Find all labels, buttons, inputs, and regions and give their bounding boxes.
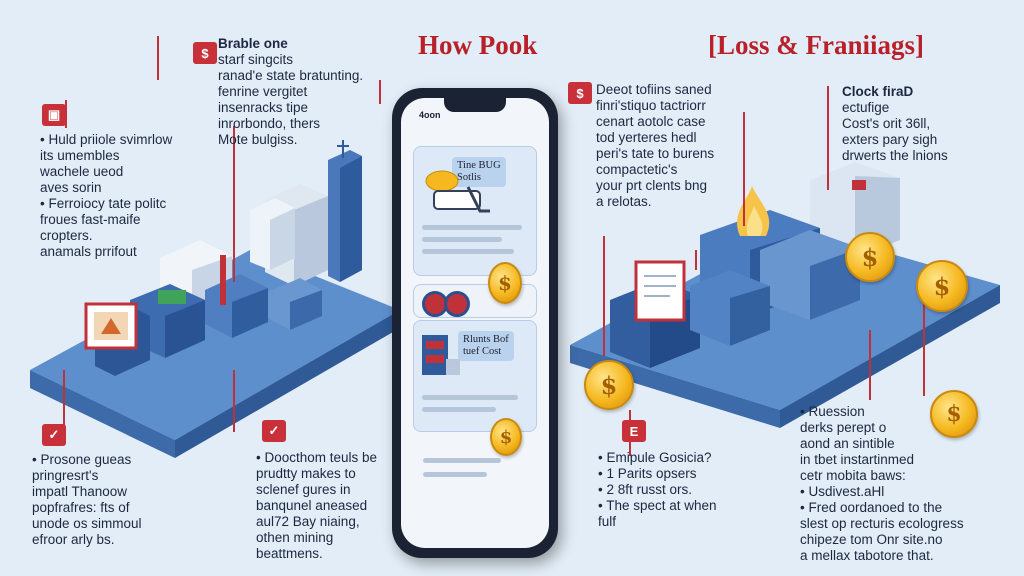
briefcase-icon: ▣ [42,104,66,126]
text-line: Fred oordanoed to the [800,500,964,516]
text-line: unode os simmoul [32,516,142,531]
cabinet-icon [422,335,460,375]
text-line: its umembles [40,148,120,163]
text-line: 1 Parits opsers [598,466,717,482]
coin-icon: $ [584,360,634,410]
text-line: starf singcits [218,52,294,67]
text-line: drwerts the lnions [842,148,948,163]
text-line: finri'stiquo tactriorr [596,98,706,113]
text-line: wachele ueod [40,164,124,179]
text-line: othen mining [256,530,334,545]
leader-lines [63,36,925,456]
text-line: banqunel aneased [256,498,368,513]
phone-card-1-label: Tine BUG Sotlis [452,157,506,187]
coin-icon: $ [488,262,522,304]
text-line: sclenef gures in [256,482,351,497]
right-mid-badge: E [622,420,646,442]
text-line: cetr mobita baws: [800,468,906,483]
text-line: 2 8ft russt ors. [598,482,717,498]
text-line: The spect at when [598,498,716,514]
phone-notch [444,98,506,112]
phone-card-2[interactable] [413,284,537,318]
text-line: fulf [598,514,617,529]
text-line: beattmens. [256,546,323,561]
text-line: aves sorin [40,180,102,195]
text-line: slest op recturis ecologress [800,516,964,531]
text-line: impatl Thanoow [32,484,128,499]
phone-card-3[interactable]: Rlunts Bof tuef Cost [413,320,537,432]
text-line: compactetic's [596,162,678,177]
text-line: fenrine vergitet [218,84,308,99]
text-line: froues fast-maife [40,212,141,227]
text-line: inrorbondo, thers [218,116,321,131]
text-line: aond an sintible [800,436,895,451]
text-line: popfrafres: fts of [32,500,130,515]
text-line: Mote bulgiss. [218,132,298,147]
text-line: insenracks tipe [218,100,309,115]
left-bottom-check-icon: ✓ [42,424,66,446]
text-line: Cost's orit 36ll, [842,116,931,131]
text-line: Brable one [218,36,288,51]
loss-title: [Loss & Franiiags] [708,30,924,60]
coins-cart-icon [425,170,490,213]
right-platform [570,225,1000,410]
text-line: cenart aotolc case [596,114,706,129]
phone-card-3-label: Rlunts Bof tuef Cost [458,331,514,361]
text-line: a mellax tabotore that. [800,548,934,563]
text-line: in tbet instartinmed [800,452,915,467]
text-line: Doocthom teuls be [256,450,377,466]
text-line: Usdivest.aHl [800,484,964,500]
text-line: Deeot tofiins saned [596,82,712,97]
text-line: chipeze tom Onr site.no [800,532,943,547]
text-line: Huld priiole svimrlow [40,132,172,148]
left-buildings [84,140,362,376]
text-line: Emipule Gosicia? [598,450,717,466]
text-line: exters pary sigh [842,132,938,147]
center-bottom-check-icon: ✓ [262,420,286,442]
text-line: Ferroiocy tate politc [40,196,172,212]
text-line: Prosone gueas [32,452,142,468]
right-top-badge: $ [568,82,592,104]
smartphone: 4oon Tine BUG Sotlis Rlunts Bof tuef Cos… [392,88,558,558]
text-line: ectufige [842,100,890,115]
text-line: Clock firaD [842,84,914,99]
red-disc-icon-2 [444,291,470,317]
text-line: derks perept o [800,420,887,435]
phone-screen: 4oon Tine BUG Sotlis Rlunts Bof tuef Cos… [401,98,549,548]
coin-icon: $ [930,390,978,438]
text-line: ranad'e state bratunting. [218,68,364,83]
text-line: efroor arly bs. [32,532,115,547]
text-line: Ruession [800,404,964,420]
phone-card-1[interactable]: Tine BUG Sotlis [413,146,537,276]
text-line: a relotas. [596,194,652,209]
phone-status-text: 4oon [419,110,441,120]
main-title: How Pook [418,30,538,60]
coin-icon: $ [845,232,895,282]
text-line: anamals prrifout [40,244,137,259]
text-line: prudtty makes to [256,466,356,481]
text-line: pringresrt's [32,468,99,483]
text-line: tod yerteres hedl [596,130,697,145]
text-line: cropters. [40,228,93,243]
coin-icon: $ [490,418,522,456]
left-top-badge: $ [193,42,217,64]
text-line: your prt clents bng [596,178,708,193]
text-line: aul72 Bay niaing, [256,514,360,529]
right-mid-text-block: Emipule Gosicia?1 Parits opsers2 8ft rus… [598,450,717,530]
text-line: peri's tate to burens [596,146,715,161]
coin-icon: $ [916,260,968,312]
